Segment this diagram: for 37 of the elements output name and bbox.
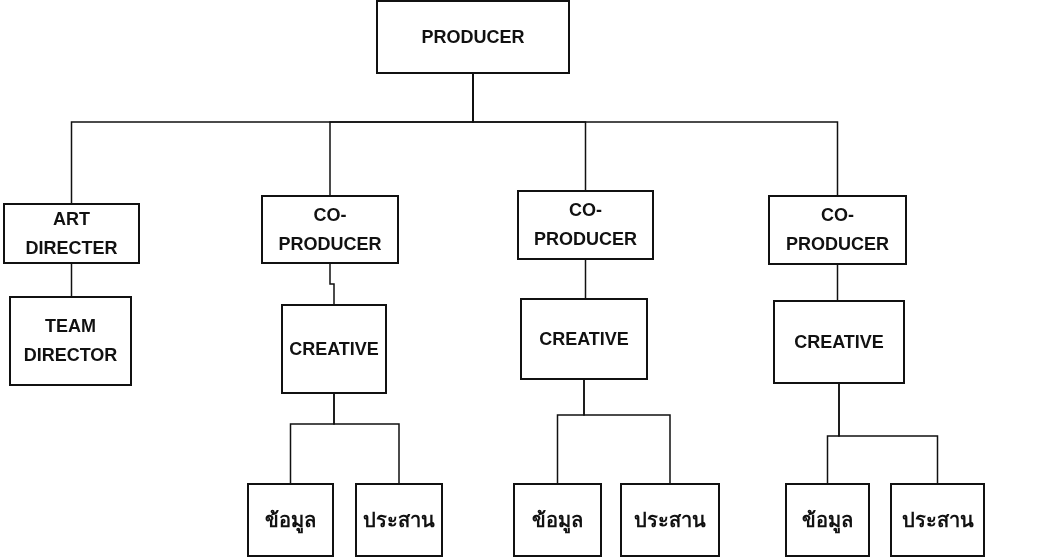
role-label: ประสาน bbox=[363, 507, 435, 534]
role-label: CO-PRODUCER bbox=[533, 199, 638, 251]
role-label: CREATIVE bbox=[539, 327, 629, 351]
org-box bbox=[281, 304, 387, 394]
connector-line bbox=[329, 263, 335, 305]
role-label: CREATIVE bbox=[289, 337, 379, 361]
role-label: CO-PRODUCER bbox=[785, 204, 890, 256]
role-label: ข้อมูล bbox=[265, 507, 316, 536]
org-box bbox=[376, 0, 570, 74]
role-label: ประสาน bbox=[634, 507, 706, 534]
role-label: PRODUCER bbox=[421, 25, 525, 49]
connector-line bbox=[838, 383, 939, 484]
org-box bbox=[261, 195, 399, 264]
org-box bbox=[773, 300, 905, 384]
role-label: CO-PRODUCER bbox=[277, 203, 383, 256]
org-box bbox=[785, 483, 870, 557]
org-box bbox=[3, 203, 140, 264]
org-box bbox=[517, 190, 654, 260]
role-label: TEAM DIRECTOR bbox=[22, 315, 119, 367]
role-label: ข้อมูล bbox=[532, 507, 583, 536]
connector-line bbox=[836, 264, 839, 301]
connector-line bbox=[70, 263, 73, 297]
role-label: CREATIVE bbox=[794, 330, 884, 354]
org-box bbox=[513, 483, 602, 557]
connector-line bbox=[583, 379, 671, 484]
org-box bbox=[620, 483, 720, 557]
org-box bbox=[768, 195, 907, 265]
role-label: ประสาน bbox=[901, 507, 974, 534]
org-box bbox=[9, 296, 132, 386]
role-label: ART DIRECTER bbox=[24, 207, 119, 260]
org-box bbox=[355, 483, 443, 557]
org-box bbox=[247, 483, 334, 557]
org-box bbox=[890, 483, 985, 557]
role-label: ข้อมูล bbox=[802, 507, 853, 536]
connector-line bbox=[584, 259, 587, 299]
connector-line bbox=[333, 393, 400, 484]
org-box bbox=[520, 298, 648, 380]
